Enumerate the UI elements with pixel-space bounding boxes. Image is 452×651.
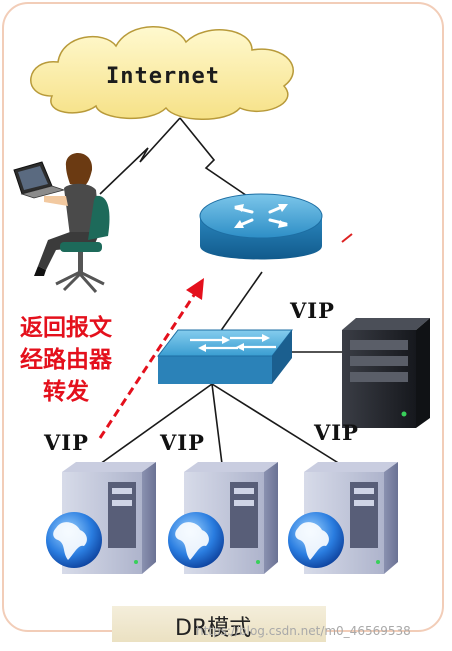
internet-router-link: [179, 117, 257, 203]
caption-label: DR模式: [175, 616, 252, 641]
vip-label-director: VIP: [290, 298, 335, 323]
globe-icon: [46, 512, 102, 568]
director-server-icon: [342, 318, 430, 428]
reply-path-arrow: [98, 278, 204, 439]
cursor-mark: [341, 233, 353, 243]
vip-label-server-3: VIP: [314, 420, 359, 445]
user-at-laptop-icon: [13, 152, 110, 293]
reply-note-line: 转发: [43, 379, 89, 405]
globe-icon: [288, 512, 344, 568]
router-icon: [199, 193, 323, 260]
switch-server2-link: [211, 383, 223, 465]
cloud-label: Internet: [106, 64, 220, 89]
vip-label-server-2: VIP: [160, 430, 205, 455]
vip-label-server-1: VIP: [44, 430, 89, 455]
switch-icon: [156, 329, 294, 384]
reply-note-line: 返回报文: [20, 315, 112, 341]
cloud-icon: [30, 26, 294, 120]
switch-server3-link: [211, 383, 341, 465]
real-server-icon: [184, 462, 278, 574]
router-switch-link: [219, 271, 263, 333]
network-links: [99, 117, 342, 465]
reply-note-line: 经路由器: [20, 347, 112, 373]
switch-server1-link: [99, 383, 213, 465]
user-internet-link: [99, 117, 181, 195]
watermark: https://blog.csdn.net/m0_46569538: [196, 624, 411, 638]
caption-box: [112, 606, 326, 642]
reply-note: 返回报文 经路由器 转发: [6, 312, 126, 408]
globe-icon: [168, 512, 224, 568]
